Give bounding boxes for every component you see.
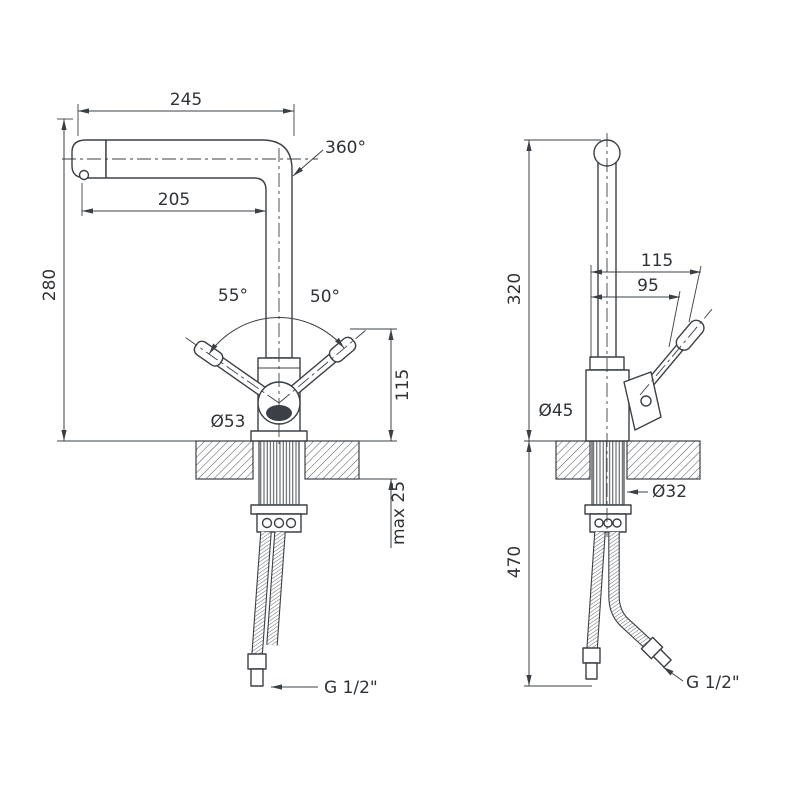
counter-left-block	[195, 440, 254, 480]
extension-line	[688, 265, 702, 323]
front-hoses	[247, 531, 286, 687]
label-thread-front: G 1/2"	[324, 678, 378, 698]
label-base-diameter: Ø53	[210, 412, 245, 432]
side-labels: 320 115 95 Ø45 Ø32 470 G 1/2"	[505, 251, 740, 693]
front-countertop	[195, 440, 360, 480]
hose-thread-end	[585, 662, 598, 680]
joint-shadow	[266, 405, 292, 421]
mounting-hole	[285, 517, 297, 529]
angled-fitting	[640, 636, 672, 668]
hose-thread-end	[250, 668, 264, 687]
front-view: 245 205 280 360° 55° 50° Ø53 115 max 25 …	[40, 90, 413, 698]
dim-label-reach-spout: 205	[158, 190, 190, 210]
counter-right-block	[626, 440, 701, 480]
label-body-diameter: Ø45	[538, 401, 573, 421]
front-centerlines	[62, 148, 366, 448]
dim-label-body-height: 115	[393, 369, 413, 401]
hose-braid	[587, 531, 605, 651]
angle-arc	[208, 317, 345, 355]
label-hole-diameter: Ø32	[652, 482, 687, 502]
side-countertop	[555, 440, 701, 480]
side-mounting	[584, 440, 632, 533]
dim-label-handle-reach-total: 115	[641, 251, 673, 271]
spout-pipe	[105, 139, 293, 359]
threaded-stem	[258, 440, 300, 506]
mounting-nut	[250, 504, 308, 515]
counter-right-block	[304, 440, 360, 480]
right-handle-axis	[278, 330, 366, 404]
side-dimensions	[524, 139, 702, 687]
dim-label-height-total: 320	[505, 273, 525, 305]
front-labels: 245 205 280 360° 55° 50° Ø53 115 max 25 …	[40, 90, 413, 698]
mounting-nut	[584, 504, 632, 515]
dim-label-handle-reach: 95	[637, 276, 659, 296]
hose-braid	[267, 531, 285, 646]
handle-axis	[639, 308, 713, 396]
label-thread-side: G 1/2"	[686, 673, 740, 693]
front-dimensions	[57, 104, 397, 690]
label-angle-right: 50°	[310, 287, 340, 307]
hose-fitting	[582, 647, 601, 664]
aerator-nozzle	[78, 169, 90, 181]
dim-label-deck-max: max 25	[389, 481, 409, 545]
swivel-leader	[292, 149, 324, 177]
side-hoses	[582, 531, 672, 680]
side-view: 320 115 95 Ø45 Ø32 470 G 1/2"	[505, 133, 740, 693]
left-handle-axis	[184, 336, 280, 404]
counter-left-block	[555, 440, 591, 480]
mounting-hole	[594, 518, 604, 528]
thread-leader	[662, 666, 684, 682]
dim-label-hose-length: 470	[505, 546, 525, 578]
mounting-hole	[273, 517, 285, 529]
mounting-hole	[612, 518, 622, 528]
faucet-body	[585, 369, 630, 442]
hose-thread-end	[652, 648, 672, 668]
handle-pivot	[640, 395, 652, 407]
side-centerlines	[606, 133, 713, 537]
threaded-stem	[591, 440, 625, 506]
mounting-hole	[603, 518, 613, 528]
hose-braid	[252, 531, 271, 657]
dim-label-height-spout: 280	[40, 269, 60, 301]
hose-fitting	[247, 653, 267, 670]
extension-line	[668, 290, 681, 348]
label-angle-left: 55°	[218, 286, 248, 306]
label-swivel-angle: 360°	[325, 138, 366, 158]
dim-label-reach-total: 245	[170, 90, 202, 110]
front-mounting	[250, 440, 308, 533]
hose-braid	[609, 532, 653, 649]
mounting-hole	[261, 517, 273, 529]
